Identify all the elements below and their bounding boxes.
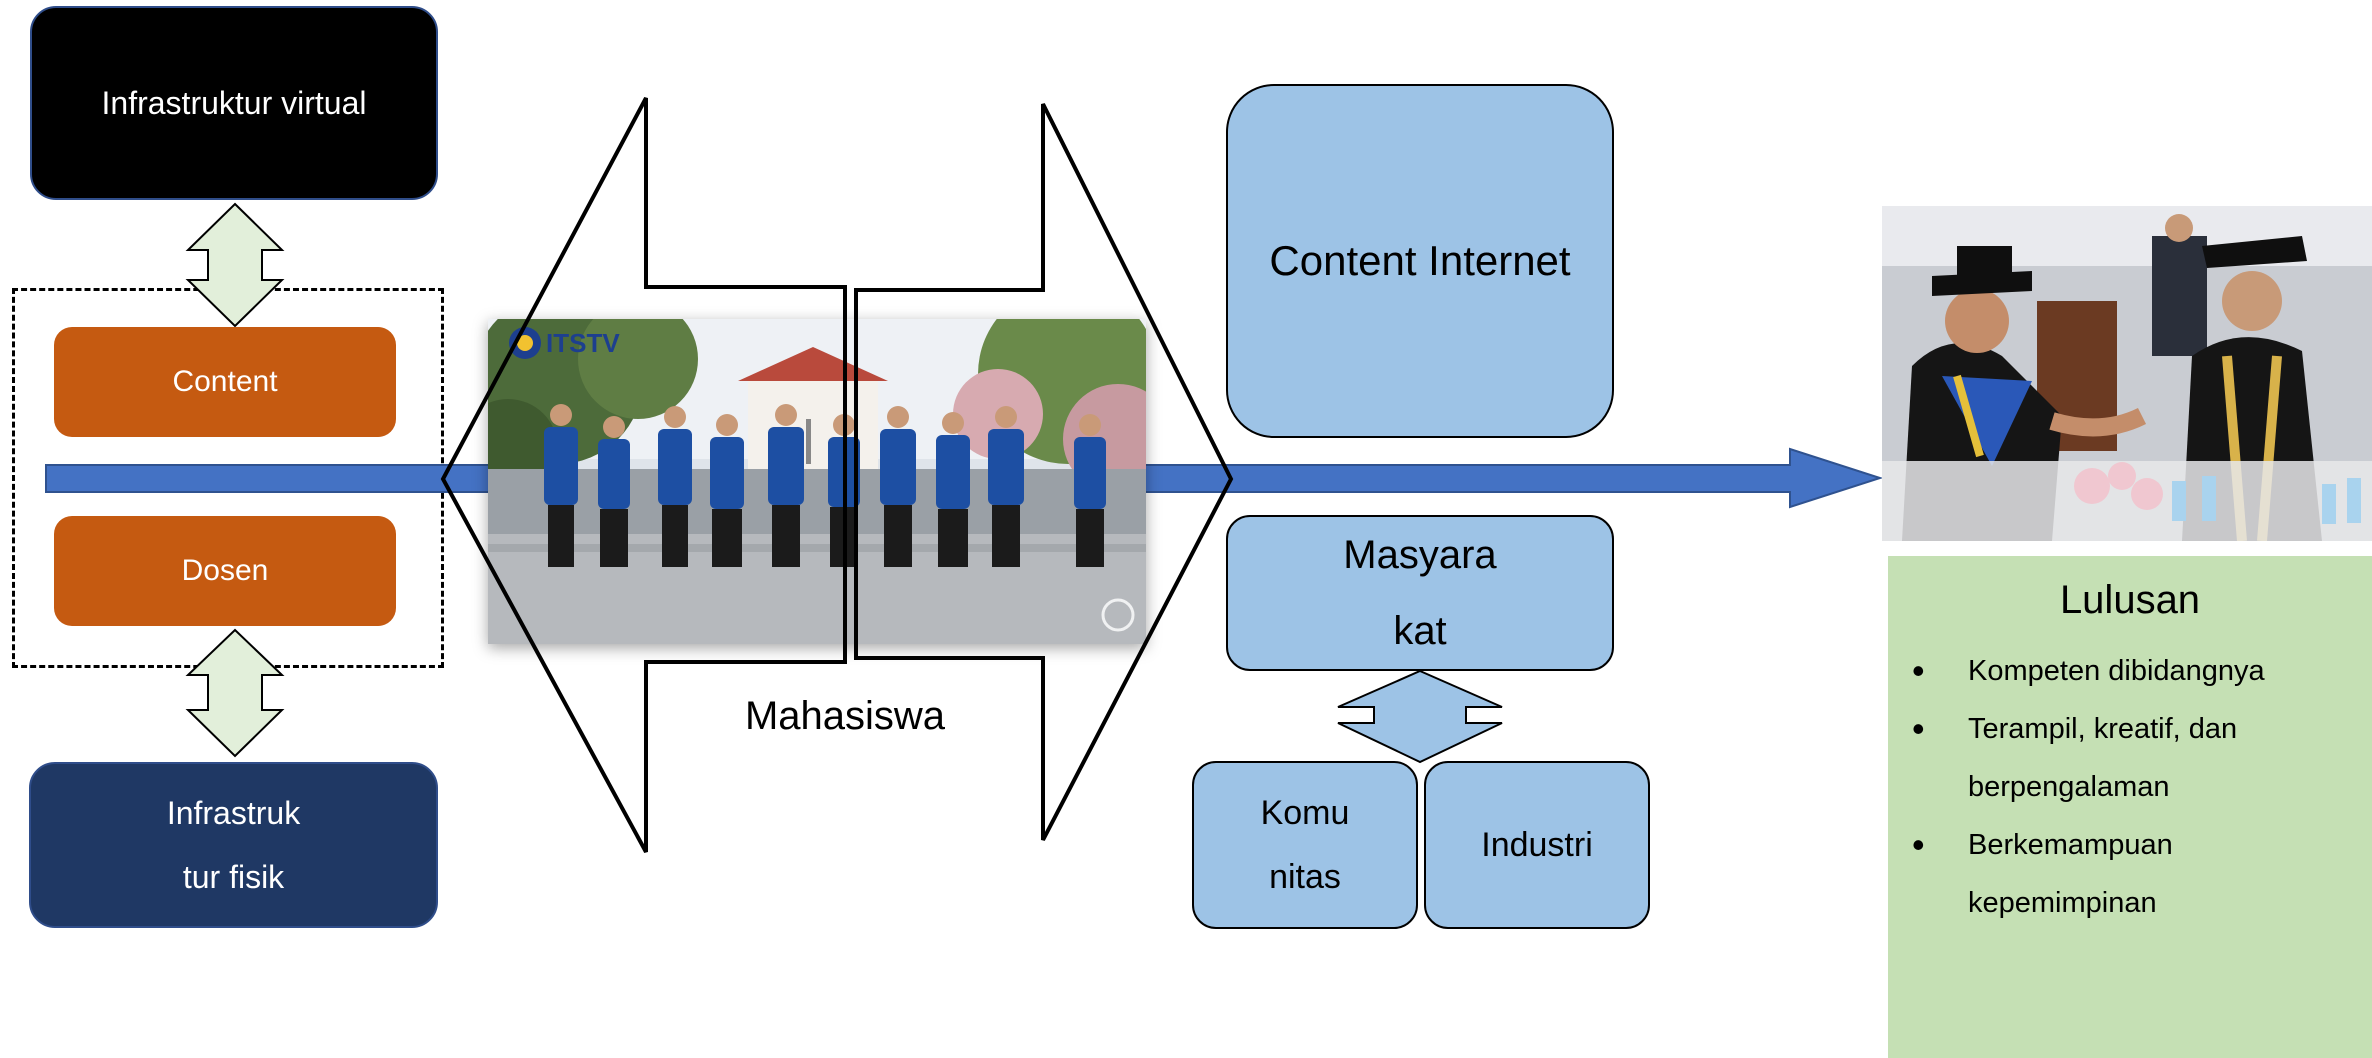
- physical-infrastructure-label-2: tur fisik: [182, 859, 285, 895]
- content-box: Content: [54, 327, 396, 437]
- graduation-photo-illustration: [1882, 206, 2372, 541]
- lulusan-item-kepemimpinan-cont: kepemimpinan: [1968, 887, 2157, 919]
- physical-infrastructure-box: Infrastruk tur fisik: [29, 762, 438, 928]
- graduation-photo: [1882, 206, 2372, 541]
- masyarakat-label-1: Masyara: [1343, 533, 1497, 577]
- lulusan-item-terampil-cont: berpengalaman: [1968, 771, 2170, 803]
- mahasiswa-label: Mahasiswa: [744, 694, 946, 738]
- students-photo-frame: [488, 319, 1146, 644]
- industri-label: Industri: [1481, 825, 1593, 864]
- komunitas-label-1: Komu: [1260, 794, 1350, 832]
- content-internet-label: Content Internet: [1269, 237, 1571, 284]
- lulusan-panel: Lulusan Kompeten dibidangnya Terampil, k…: [1888, 556, 2372, 1058]
- dosen-box: Dosen: [54, 516, 396, 626]
- dosen-label: Dosen: [181, 554, 269, 587]
- content-internet-box: Content Internet: [1226, 84, 1614, 438]
- lulusan-list: Kompeten dibidangnya Terampil, kreatif, …: [1912, 642, 2362, 932]
- virtual-infrastructure-box: Infrastruktur virtual: [30, 6, 438, 200]
- industri-box: Industri: [1424, 761, 1650, 929]
- komunitas-box: Komu nitas: [1192, 761, 1418, 929]
- komunitas-label-2: nitas: [1269, 858, 1341, 896]
- lulusan-title: Lulusan: [2059, 578, 2201, 622]
- physical-infrastructure-label-1: Infrastruk: [166, 795, 301, 831]
- content-label: Content: [172, 365, 278, 398]
- double-arrow-community: [1337, 669, 1503, 764]
- masyarakat-box: Masyara kat: [1226, 515, 1614, 671]
- virtual-infrastructure-label: Infrastruktur virtual: [101, 84, 367, 121]
- masyarakat-label-2: kat: [1393, 609, 1447, 653]
- lulusan-item-kompeten: Kompeten dibidangnya: [1912, 642, 2362, 700]
- double-arrow-bottom: [185, 628, 285, 758]
- lulusan-item-terampil: Terampil, kreatif, dan: [1912, 700, 2362, 758]
- double-arrow-top: [185, 202, 285, 328]
- lulusan-item-kepemimpinan: Berkemampuan: [1912, 816, 2362, 874]
